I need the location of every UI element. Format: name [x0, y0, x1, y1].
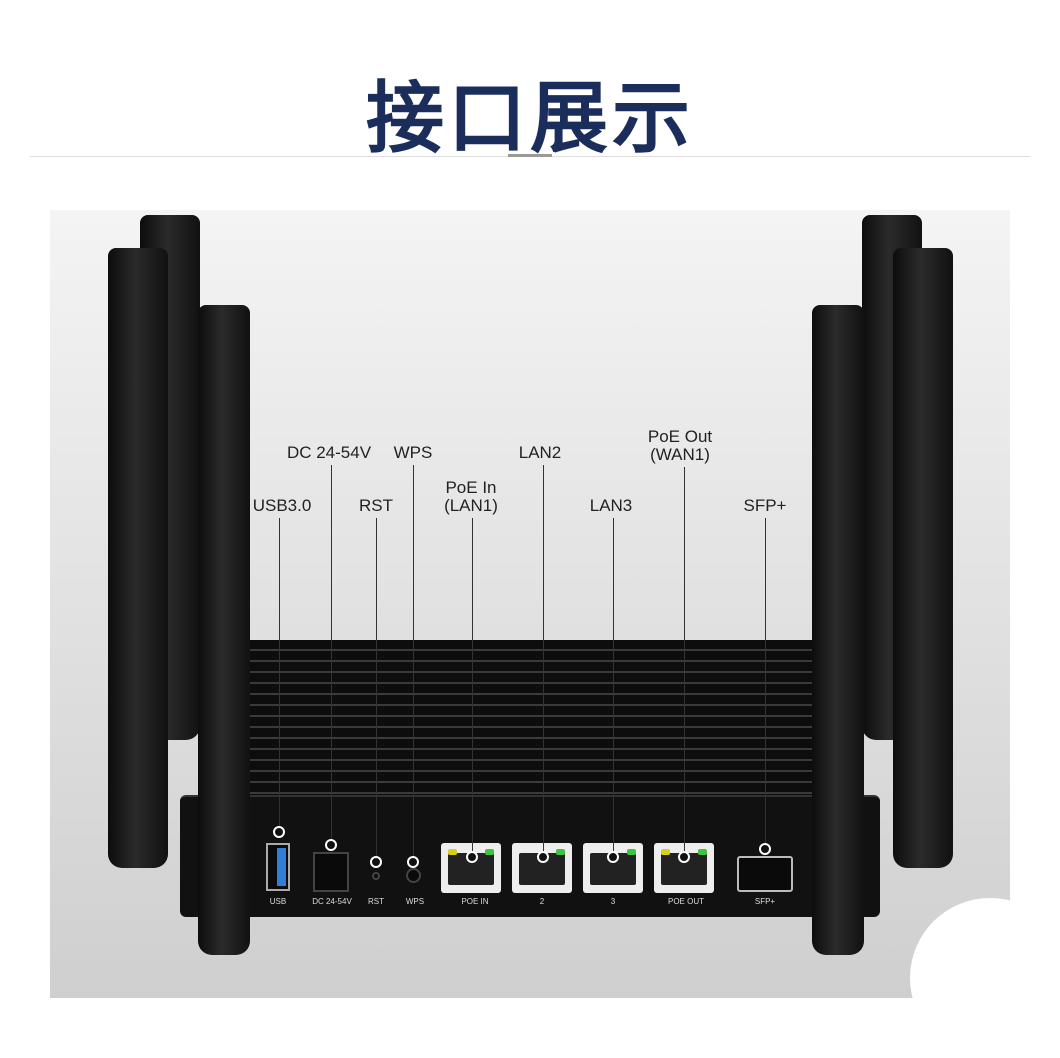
divider-mark: [508, 154, 552, 157]
callout-dc: DC 24-54V: [286, 443, 372, 462]
lan3-port: [583, 843, 643, 893]
antenna: [198, 305, 250, 955]
sfp-port: [737, 856, 793, 892]
callout-poe-out-sub: (WAN1): [650, 445, 710, 464]
wps-button: [406, 868, 421, 883]
dc-jack: [313, 852, 349, 892]
antenna: [108, 248, 168, 868]
port-label-sfp: SFP+: [754, 897, 776, 906]
port-label-rst: RST: [368, 897, 384, 906]
callout-poe-out-label: PoE Out: [647, 427, 713, 446]
port-label-dc: DC 24-54V: [312, 897, 352, 906]
rst-hole: [372, 872, 380, 880]
page-title: 接口展示: [365, 74, 694, 164]
callout-rst: RST: [359, 496, 393, 515]
callout-lan3: LAN3: [589, 496, 633, 515]
callout-wps: WPS: [393, 443, 433, 462]
port-label-usb: USB: [269, 897, 287, 906]
antenna: [893, 248, 953, 868]
callout-lan2: LAN2: [518, 443, 562, 462]
callout-poe-in: PoE In(LAN1): [416, 479, 526, 515]
port-label-poe-in: POE IN: [461, 897, 489, 906]
callout-poe-out: PoE Out(WAN1): [625, 428, 735, 464]
port-label-lan3: 3: [610, 897, 616, 906]
port-label-poe-out: POE OUT: [667, 897, 704, 906]
antenna: [812, 305, 864, 955]
port-label-lan2: 2: [539, 897, 545, 906]
callout-usb: USB3.0: [252, 496, 312, 515]
usb-port: [266, 843, 290, 891]
callout-poe-in-sub: (LAN1): [444, 496, 498, 515]
callout-sfp: SFP+: [743, 496, 787, 515]
port-label-wps: WPS: [405, 897, 425, 906]
callout-poe-in-label: PoE In: [445, 478, 497, 497]
heatsink-fins: [245, 640, 815, 800]
poe-in-port: [441, 843, 501, 893]
